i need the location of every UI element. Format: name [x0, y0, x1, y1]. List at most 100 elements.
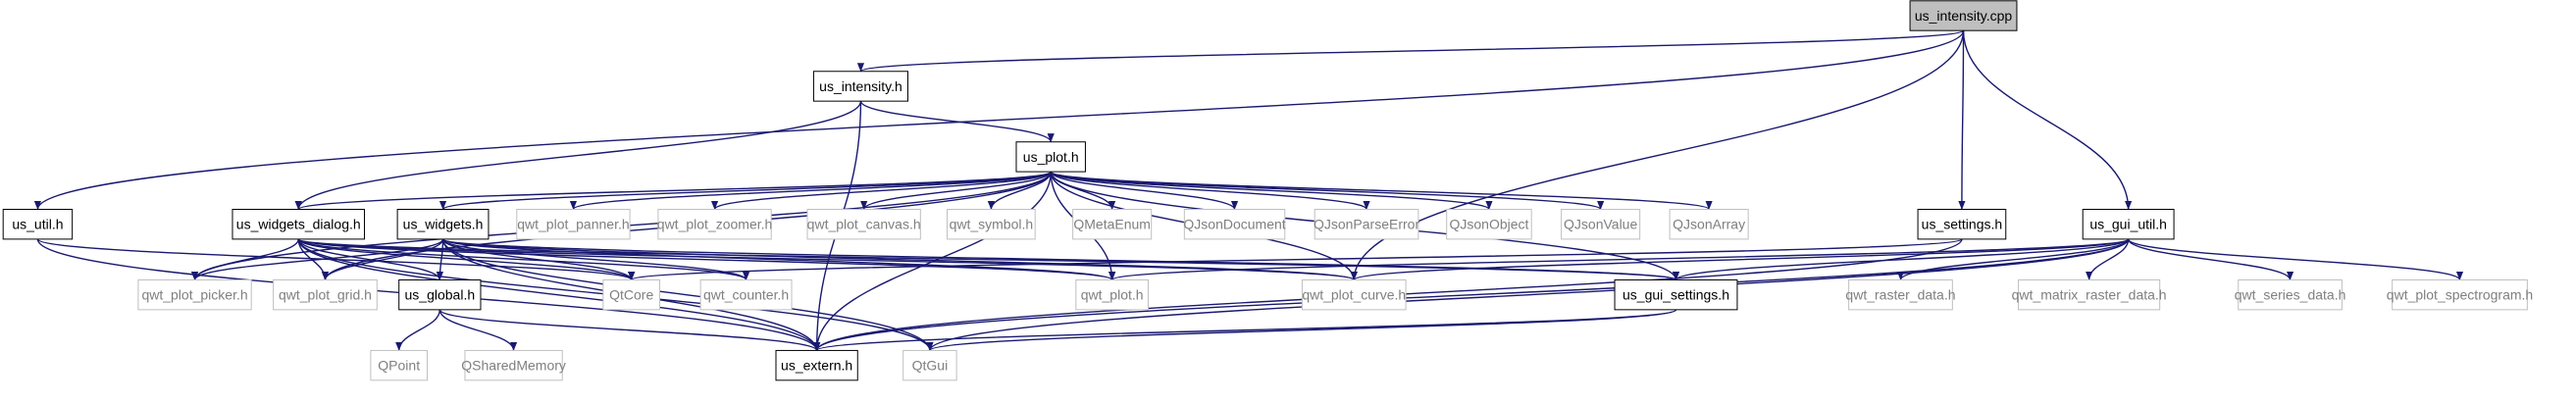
edge-us-widgets-dialog-h-to-qwt-counter-h [297, 238, 749, 281]
node-box-qwt-symbol-h [947, 208, 1036, 240]
node-qwt-plot-spectrogram-h[interactable]: qwt_plot_spectrogram.h [2387, 278, 2533, 311]
node-qpoint[interactable]: QPoint [370, 349, 429, 381]
node-label-us-global-h: us_global.h [405, 287, 476, 303]
edge-us-widgets-h-to-qtcore [441, 238, 636, 280]
node-box-qtgui [902, 349, 957, 381]
node-qwt-symbol-h[interactable]: qwt_symbol.h [947, 208, 1036, 240]
node-qmetaenum[interactable]: QMetaEnum [1072, 208, 1153, 240]
node-us-intensity-h[interactable]: us_intensity.h [812, 71, 909, 102]
node-box-qjsondocument [1183, 208, 1286, 240]
edge-us-widgets-h-to-qwt-plot-h [441, 238, 1115, 281]
node-box-us-intensity-h [812, 71, 909, 102]
edge-us-plot-h-to-qjsonarray [1050, 171, 1713, 211]
edge-us-util-h-to-qtcore [36, 238, 636, 281]
edge-us-plot-h-to-qjsondocument [1050, 171, 1239, 210]
node-label-qwt-series-data-h: qwt_series_data.h [2235, 287, 2346, 303]
node-qtgui[interactable]: QtGui [902, 349, 957, 381]
node-box-qwt-raster-data-h [1848, 278, 1953, 311]
node-box-qtcore [602, 278, 661, 311]
node-label-qsharedmemory: QSharedMemory [461, 358, 566, 374]
node-label-us-plot-h: us_plot.h [1023, 149, 1079, 165]
edge-us-gui-util-h-to-us-extern-h [813, 238, 2130, 351]
node-us-plot-h[interactable]: us_plot.h [1015, 141, 1086, 173]
edge-us-widgets-h-to-qtgui [441, 238, 934, 351]
node-us-gui-util-h[interactable]: us_gui_util.h [2082, 208, 2175, 240]
node-box-qwt-plot-zoomer-h [657, 208, 772, 240]
node-qjsondocument[interactable]: QJsonDocument [1183, 208, 1286, 240]
edge-us-plot-h-to-us-extern-h [813, 172, 1052, 351]
node-us-extern-h[interactable]: us_extern.h [775, 349, 858, 381]
node-box-us-widgets-h [396, 208, 489, 240]
edge-us-widgets-h-to-us-gui-settings-h [441, 238, 1679, 281]
node-qjsonparseerror[interactable]: QJsonParseError [1314, 208, 1419, 240]
node-box-us-settings-h [1917, 208, 2007, 240]
node-qwt-raster-data-h[interactable]: qwt_raster_data.h [1845, 278, 1956, 311]
node-box-qsharedmemory [464, 349, 563, 381]
node-label-qwt-counter-h: qwt_counter.h [703, 287, 789, 303]
node-qjsonvalue[interactable]: QJsonValue [1561, 208, 1641, 240]
node-label-us-widgets-dialog-h: us_widgets_dialog.h [236, 217, 361, 232]
node-box-qwt-matrix-raster-data-h [2018, 278, 2161, 311]
edge-us-gui-util-h-to-us-gui-settings-h [1673, 238, 2130, 281]
edge-us-gui-util-h-to-qtgui [926, 238, 2130, 351]
edge-us-gui-util-h-to-qwt-plot-spectrogram-h [2127, 238, 2463, 281]
node-box-qjsonvalue [1561, 208, 1641, 240]
edge-us-gui-util-h-to-qwt-plot-h [1108, 238, 2130, 281]
edge-us-gui-settings-h-to-qtgui [926, 309, 1677, 352]
node-qwt-plot-picker-h[interactable]: qwt_plot_picker.h [137, 278, 252, 311]
node-label-qmetaenum: QMetaEnum [1073, 217, 1151, 232]
node-box-us-util-h [2, 208, 74, 240]
node-qwt-plot-canvas-h[interactable]: qwt_plot_canvas.h [806, 208, 921, 240]
node-box-us-extern-h [775, 349, 858, 381]
node-us-util-h[interactable]: us_util.h [2, 208, 74, 240]
node-box-us-global-h [398, 278, 482, 311]
node-us-widgets-h[interactable]: us_widgets.h [396, 208, 489, 240]
node-qsharedmemory[interactable]: QSharedMemory [461, 349, 566, 381]
edge-us-plot-h-to-qwt-plot-canvas-h [860, 171, 1052, 210]
node-box-qjsonobject [1446, 208, 1532, 240]
edge-us-intensity-cpp-to-us-gui-util-h [1962, 30, 2133, 210]
edge-us-intensity-cpp-to-us-settings-h [1958, 30, 1966, 210]
edge-us-settings-h-to-qtcore [628, 238, 1963, 281]
node-qwt-counter-h[interactable]: qwt_counter.h [699, 278, 793, 311]
node-us-gui-settings-h[interactable]: us_gui_settings.h [1614, 278, 1738, 311]
node-label-qwt-plot-picker-h: qwt_plot_picker.h [141, 287, 247, 303]
edge-us-plot-h-to-qwt-plot-panner-h [570, 171, 1052, 211]
edge-us-gui-util-h-to-qwt-series-data-h [2127, 238, 2294, 280]
node-qwt-plot-panner-h[interactable]: qwt_plot_panner.h [516, 208, 631, 240]
edge-us-widgets-h-to-qwt-plot-grid-h [321, 238, 444, 280]
edge-us-intensity-h-to-us-widgets-dialog-h [294, 101, 862, 210]
node-qwt-series-data-h[interactable]: qwt_series_data.h [2235, 278, 2346, 311]
edge-us-widgets-h-to-qwt-plot-curve-h [441, 238, 1358, 281]
node-label-us-gui-settings-h: us_gui_settings.h [1623, 287, 1729, 303]
node-qwt-plot-zoomer-h[interactable]: qwt_plot_zoomer.h [657, 208, 773, 240]
node-us-global-h[interactable]: us_global.h [398, 278, 482, 311]
edge-us-intensity-cpp-to-us-intensity-h [857, 29, 1965, 73]
node-label-qjsonparseerror: QJsonParseError [1314, 217, 1419, 232]
edge-us-widgets-h-to-us-global-h [436, 238, 444, 280]
node-box-qwt-plot-canvas-h [806, 208, 921, 240]
edge-us-global-h-to-us-extern-h [438, 309, 821, 352]
node-box-qwt-counter-h [699, 278, 793, 311]
node-qjsonobject[interactable]: QJsonObject [1446, 208, 1532, 240]
node-us-widgets-dialog-h[interactable]: us_widgets_dialog.h [232, 208, 365, 240]
node-qwt-matrix-raster-data-h[interactable]: qwt_matrix_raster_data.h [2012, 278, 2167, 311]
node-qwt-plot-grid-h[interactable]: qwt_plot_grid.h [273, 278, 378, 311]
node-box-qmetaenum [1072, 208, 1153, 240]
node-box-qwt-plot-h [1075, 278, 1149, 311]
node-qwt-plot-curve-h[interactable]: qwt_plot_curve.h [1301, 278, 1407, 311]
node-label-qwt-plot-h: qwt_plot.h [1081, 287, 1144, 303]
node-box-qpoint [370, 349, 429, 381]
node-qwt-plot-h[interactable]: qwt_plot.h [1075, 278, 1149, 311]
node-box-qwt-plot-curve-h [1301, 278, 1407, 311]
edge-us-plot-h-to-us-widgets-dialog-h [295, 171, 1052, 211]
node-qtcore[interactable]: QtCore [602, 278, 661, 311]
node-label-qwt-plot-grid-h: qwt_plot_grid.h [279, 287, 372, 303]
edge-us-plot-h-to-us-widgets-h [439, 171, 1052, 211]
node-box-us-widgets-dialog-h [232, 208, 365, 240]
node-qjsonarray[interactable]: QJsonArray [1669, 208, 1749, 240]
node-label-qwt-symbol-h: qwt_symbol.h [950, 217, 1034, 232]
node-us-settings-h[interactable]: us_settings.h [1917, 208, 2007, 240]
edge-us-intensity-cpp-to-qwt-plot-curve-h [1350, 30, 1965, 280]
